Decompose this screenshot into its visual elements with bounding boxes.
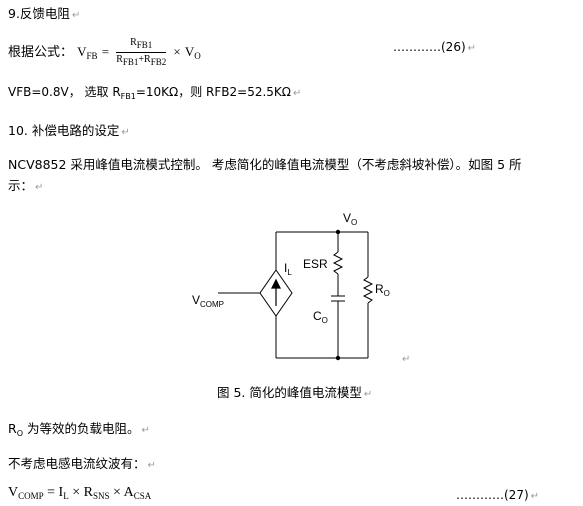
formula-lhs: VFB — [77, 44, 98, 61]
formula-times: × — [173, 44, 181, 59]
paragraph-line-2: 示：↵ — [8, 178, 44, 193]
figure-caption: 图 5. 简化的峰值电流模型↵ — [217, 385, 373, 400]
formula-equals: = — [101, 44, 110, 59]
junction-top — [335, 229, 341, 235]
label-vcomp: VCOMP — [192, 293, 224, 309]
equation-27-ref: …………(27)↵ — [456, 488, 540, 502]
formula-numerator: RFB1 — [116, 37, 167, 53]
label-co: CO — [313, 309, 328, 325]
label-vo: VO — [343, 211, 357, 227]
formula-denominator: RFB1+RFB2 — [116, 54, 167, 67]
paragraph-line-1: NCV8852 采用峰值电流模式控制。 考虑简化的峰值电流模型（不考虑斜坡补偿）… — [8, 157, 522, 172]
current-arrow-icon — [271, 278, 281, 306]
section-10-title: 10. 补偿电路的设定↵ — [8, 123, 130, 138]
label-il: IL — [284, 261, 292, 277]
formula-fraction: RFB1 RFB1+RFB2 — [116, 37, 167, 68]
esr-resistor — [332, 251, 344, 275]
section-9-title: 9.反馈电阻↵ — [8, 3, 80, 22]
ro-resistor — [362, 276, 374, 304]
section-9-title-text: 9.反馈电阻 — [8, 6, 70, 21]
paragraph-mark: ↵ — [71, 10, 81, 21]
ro-description: RO 为等效的负载电阻。↵ — [8, 421, 150, 438]
formula-26: 根据公式： VFB = RFB1 RFB1+RFB2 × VO — [8, 37, 201, 68]
current-source-diamond — [259, 269, 293, 317]
junction-bottom — [335, 355, 341, 361]
resistor-values-line: VFB=0.8V， 选取 RFB1=10KΩ，则 RFB2=52.5KΩ↵ — [8, 85, 302, 101]
equation-27: VCOMP = IL × RSNS × ACSA — [8, 485, 152, 501]
label-esr: ESR — [303, 257, 328, 271]
figure-paragraph-mark: ↵ — [402, 354, 410, 365]
formula-label: 根据公式： — [8, 45, 74, 60]
label-ro: RO — [375, 282, 390, 298]
ripple-note: 不考虑电感电流纹波有：↵ — [8, 456, 156, 471]
formula-vo: VO — [184, 44, 201, 61]
equation-26-ref: …………(26)↵ — [393, 40, 477, 54]
